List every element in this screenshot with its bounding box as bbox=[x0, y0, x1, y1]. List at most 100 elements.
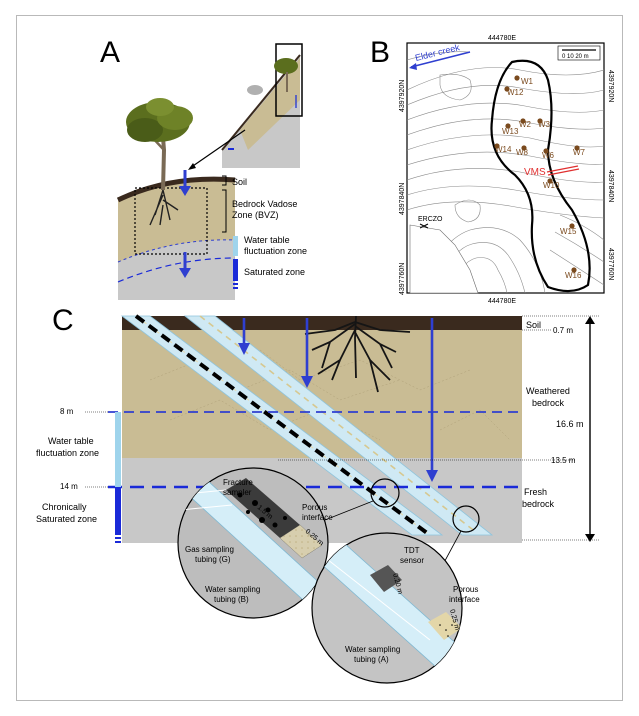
c-wt-line2: fluctuation zone bbox=[36, 448, 99, 458]
fracture-sampler-line2: sampler bbox=[223, 488, 252, 497]
scale-label: 0 10 20 m bbox=[562, 54, 589, 60]
c-chronic-line2: Saturated zone bbox=[36, 514, 97, 524]
fracture-sampler-line1: Fracture bbox=[223, 478, 253, 487]
porous-2-line2: interface bbox=[449, 595, 480, 604]
c-fresh-line2: bedrock bbox=[522, 499, 555, 509]
c-wt-label: Water table fluctuation zone bbox=[36, 436, 99, 458]
erczo-label: ERCZO bbox=[418, 216, 443, 223]
c-chronic-label: Chronically Saturated zone bbox=[36, 502, 97, 524]
panel-a-hillslope bbox=[116, 176, 236, 300]
soil-layer bbox=[122, 316, 522, 330]
legend-wt-line2: fluctuation zone bbox=[244, 246, 307, 256]
coord-top-easting: 444780E bbox=[488, 35, 516, 42]
panel-c: C bbox=[36, 304, 600, 684]
elder-creek-line bbox=[410, 51, 471, 68]
well-dot-w1 bbox=[514, 75, 520, 81]
borehole-1 bbox=[120, 314, 444, 536]
well-dot-w13 bbox=[505, 123, 511, 129]
well-label-w2: W2 bbox=[519, 120, 532, 129]
coord-left-2: 4397840N bbox=[399, 183, 406, 215]
c-chronic-line1: Chronically bbox=[42, 502, 87, 512]
legend-saturated: Saturated zone bbox=[244, 267, 305, 277]
coord-right-3: 4397760N bbox=[607, 248, 614, 280]
erczo-marker: ERCZO bbox=[418, 216, 443, 229]
gas-tubing-line1: Gas sampling bbox=[185, 545, 234, 554]
well-label-w8: W8 bbox=[516, 148, 529, 157]
c-fresh-line1: Fresh bbox=[524, 487, 547, 497]
well-dot-w6 bbox=[543, 148, 549, 154]
tdt-label: TDT sensor bbox=[400, 546, 424, 565]
well-dot-w2 bbox=[520, 118, 526, 124]
c-depth-13: 13.5 m bbox=[551, 456, 576, 465]
c-soil-depth: 0.7 m bbox=[553, 326, 573, 335]
infiltration-arrows bbox=[238, 318, 438, 482]
water-tubing-a-label: Water sampling tubing (A) bbox=[345, 645, 403, 664]
panel-a-legend: Soil Bedrock Vadose Zone (BVZ) Water tab… bbox=[222, 175, 307, 289]
well-label-w13: W13 bbox=[502, 127, 519, 136]
well-dot-w8 bbox=[521, 145, 527, 151]
well-label-w14: W14 bbox=[495, 145, 512, 154]
panel-b-letter: B bbox=[370, 36, 390, 69]
well-dot-w14 bbox=[494, 143, 500, 149]
zoom-target-1 bbox=[370, 478, 400, 508]
c-weathered-line1: Weathered bbox=[526, 386, 570, 396]
zoom-box-a bbox=[134, 187, 208, 255]
water-tubing-b-line1: Water sampling bbox=[205, 585, 260, 594]
tree-roots bbox=[304, 315, 411, 393]
well-label-w10: W10 bbox=[543, 181, 560, 190]
wt-zone-bar bbox=[115, 412, 121, 487]
coord-left-1: 4397920N bbox=[399, 80, 406, 112]
well-label-w12: W12 bbox=[507, 88, 524, 97]
legend-soil: Soil bbox=[232, 177, 247, 187]
saturated-zone-bar bbox=[115, 487, 121, 535]
porous-1-label: Porous interface bbox=[302, 503, 333, 522]
depth-scale-arrow bbox=[585, 316, 595, 542]
legend-wt: Water table fluctuation zone bbox=[244, 235, 307, 256]
well-label-w16: W16 bbox=[565, 271, 582, 280]
c-total-depth: 16.6 m bbox=[556, 419, 584, 429]
water-tubing-a-line2: tubing (A) bbox=[354, 655, 389, 664]
panel-c-letter: C bbox=[52, 304, 74, 337]
well-label-w3: W3 bbox=[538, 120, 551, 129]
well-dot-w7 bbox=[574, 145, 580, 151]
borehole-2 bbox=[183, 315, 494, 536]
water-tubing-b-line2: tubing (B) bbox=[214, 595, 249, 604]
legend-bvz-line1: Bedrock Vadose bbox=[232, 199, 297, 209]
tdt-line2: sensor bbox=[400, 556, 424, 565]
inset-hillslope bbox=[188, 43, 303, 170]
valley-floor bbox=[409, 224, 479, 294]
c-soil-label: Soil bbox=[526, 320, 541, 330]
well-label-w7: W7 bbox=[573, 148, 586, 157]
c-weathered-label: Weathered bedrock bbox=[526, 386, 572, 408]
tree-illustration bbox=[126, 98, 193, 226]
c-fresh-label: Fresh bedrock bbox=[522, 487, 555, 509]
well-dot-w12 bbox=[504, 86, 510, 92]
contour-lines bbox=[407, 51, 604, 293]
water-tubing-a-line1: Water sampling bbox=[345, 645, 400, 654]
well-dot-w3 bbox=[537, 118, 543, 124]
well-dot-w15 bbox=[569, 223, 575, 229]
porous-1-line2: interface bbox=[302, 513, 333, 522]
coord-bottom-easting: 444780E bbox=[488, 298, 516, 305]
inset-zoom-box bbox=[275, 43, 303, 117]
well-label-w15: W15 bbox=[560, 227, 577, 236]
panel-b: B Elder creek bbox=[370, 35, 614, 305]
panel-a-letter: A bbox=[100, 36, 120, 69]
zoom-pointer-a bbox=[189, 129, 246, 169]
gas-tubing-label: Gas sampling tubing (G) bbox=[185, 545, 236, 564]
tdt-line1: TDT bbox=[404, 546, 420, 555]
fracture-sampler-label: Fracture sampler bbox=[223, 478, 255, 497]
legend-wt-line1: Water table bbox=[244, 235, 290, 245]
well-dot-w16 bbox=[571, 267, 577, 273]
c-weathered-line2: bedrock bbox=[532, 398, 565, 408]
porous-2-line1: Porous bbox=[453, 585, 478, 594]
vms-label: VMS bbox=[524, 167, 546, 178]
legend-bvz: Bedrock Vadose Zone (BVZ) bbox=[232, 199, 300, 220]
porous-2-label: Porous interface bbox=[449, 585, 481, 604]
vms-marker: VMS bbox=[524, 165, 580, 178]
well-label-w1: W1 bbox=[521, 77, 534, 86]
coord-left-3: 4397760N bbox=[399, 263, 406, 295]
